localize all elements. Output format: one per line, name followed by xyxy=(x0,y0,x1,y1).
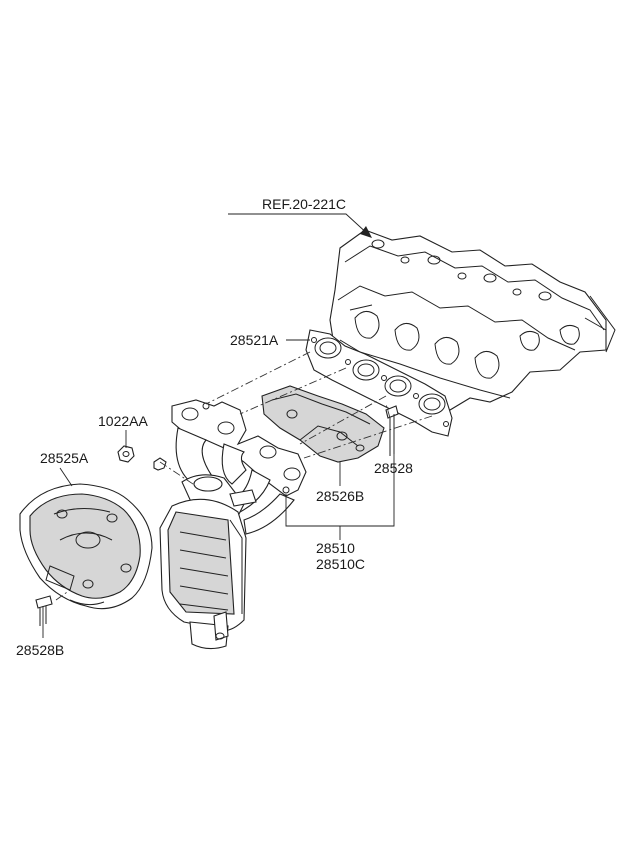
lower-heat-protector-drawing xyxy=(261,385,385,463)
gasket-label: 28521A xyxy=(230,332,279,348)
manifold-bracket-leader xyxy=(285,458,395,540)
heat-protector-drawing xyxy=(19,483,153,610)
nut-label: 1022AA xyxy=(98,413,148,429)
bolt-28528b-label: 28528B xyxy=(16,642,65,658)
bolt-28528b-drawing xyxy=(35,595,53,626)
cylinder-head-drawing xyxy=(329,229,616,411)
ref-label: REF.20-221C xyxy=(262,196,347,212)
ref-leader xyxy=(228,213,372,238)
nut-1022aa-drawing xyxy=(117,445,167,471)
bolt-28528-label: 28528 xyxy=(374,460,413,476)
exhaust-manifold-drawing xyxy=(159,399,307,650)
heat-protector-label: 28525A xyxy=(40,450,89,466)
lower-protector-label: 28526B xyxy=(316,488,365,504)
manifold-label-1: 28510 xyxy=(316,540,355,556)
bolt-28528-drawing xyxy=(385,405,399,456)
heat-protector-leader xyxy=(59,467,73,487)
alignment-lines xyxy=(55,351,433,601)
manifold-gasket-drawing xyxy=(305,329,453,437)
manifold-label-2: 28510C xyxy=(316,556,366,572)
